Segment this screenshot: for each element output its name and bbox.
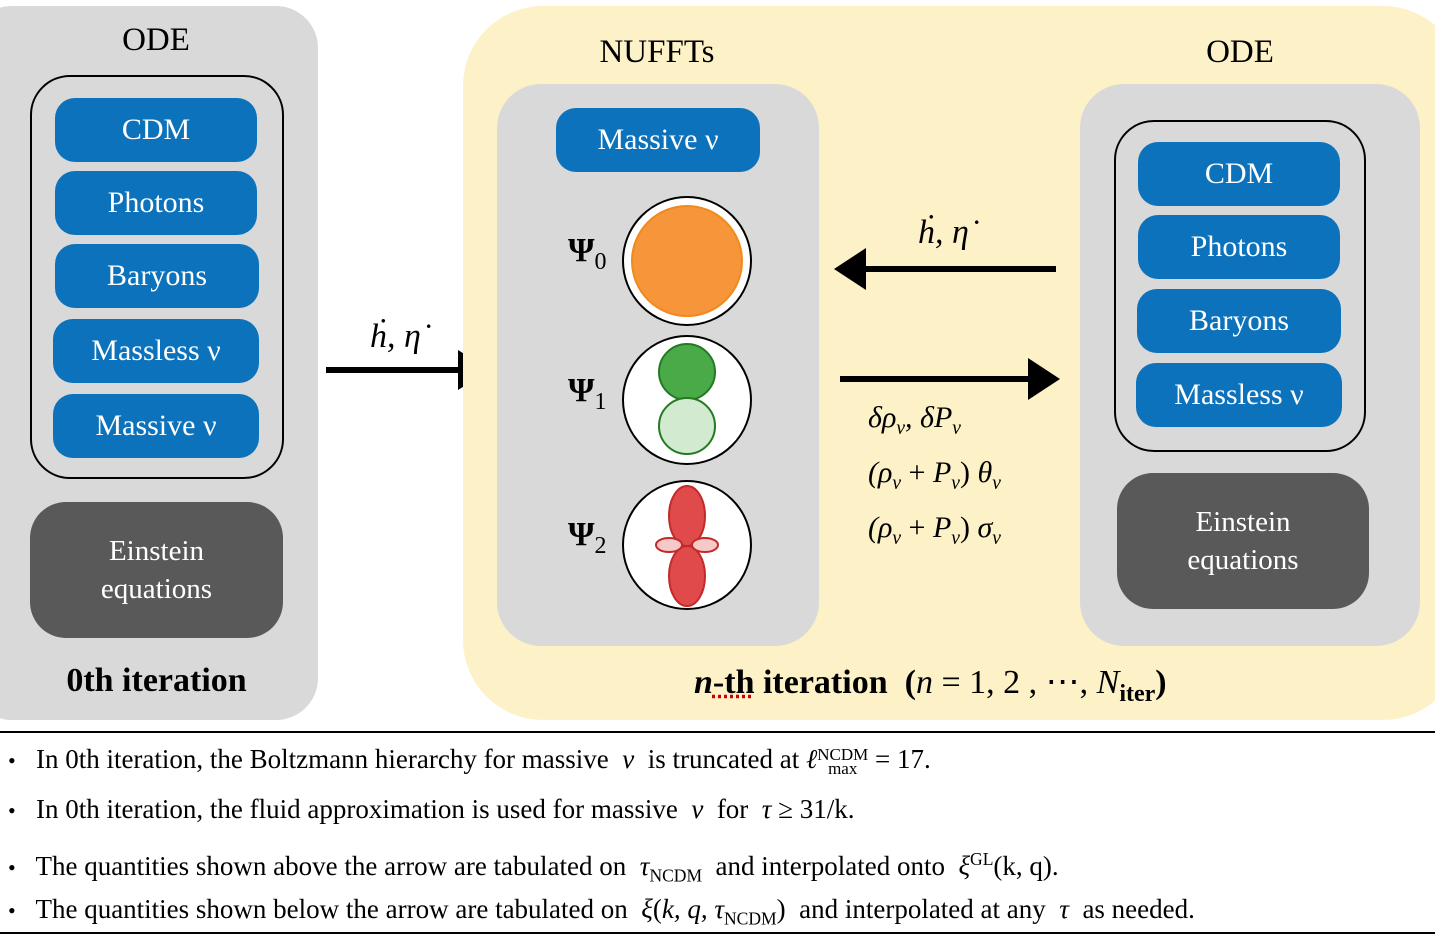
note-2-text-b: for: [716, 794, 749, 824]
note-4-text-b: and interpolated at any: [799, 894, 1046, 924]
nufft-panel-title: NUFFTs: [599, 34, 715, 70]
output-line-1: δρν, δPν: [868, 401, 961, 439]
nufft-chip-massive-nu: Massive ν: [556, 108, 760, 172]
note-3-text-b: and interpolated onto: [715, 851, 945, 881]
note-3: • The quantities shown above the arrow a…: [8, 849, 1059, 886]
note-3-bullet: •: [8, 855, 16, 880]
iteration-th: -th: [712, 664, 755, 701]
psi2-index: 2: [594, 532, 607, 559]
note-2-text-a: In 0th iteration, the fluid approximatio…: [35, 794, 678, 824]
left-components-group: [30, 75, 284, 479]
psi1-circle: [622, 335, 752, 465]
psi2-symbol: Ψ: [568, 516, 595, 553]
left-einstein-line2: equations: [100, 573, 213, 605]
right-panel-title: ODE: [1206, 34, 1274, 70]
input-arrow-label: ḣ, η̇: [370, 318, 421, 355]
left-panel-title: ODE: [122, 22, 190, 58]
psi0-symbol: Ψ: [568, 232, 595, 269]
note-2-bullet: •: [8, 798, 16, 823]
note-4-text-a: The quantities shown below the arrow are…: [35, 894, 628, 924]
output-line-3: (ρν + Pν) σν: [868, 511, 1001, 549]
psi1-symbol: Ψ: [568, 372, 595, 409]
iteration-range: = 1, 2 , ⋯,: [941, 664, 1089, 701]
right-chip-massless-nu: Massless ν: [1136, 363, 1342, 427]
psi1-index: 1: [594, 388, 607, 415]
psi0-label: Ψ0: [568, 232, 607, 276]
right-chip-baryons: Baryons: [1137, 289, 1341, 353]
output-quantities: δρν, δPν (ρν + Pν) θν (ρν + Pν) σν: [868, 396, 1001, 561]
output-line-2: (ρν + Pν) θν: [868, 456, 1001, 494]
iteration-footer: n-th iteration (n = 1, 2 , ⋯, Niter): [694, 662, 1167, 708]
iteration-N: N: [1096, 664, 1120, 701]
note-2: • In 0th iteration, the fluid approximat…: [8, 794, 855, 824]
right-einstein-line1: Einstein: [1195, 506, 1291, 538]
left-chip-massless-nu-label: Massless ν: [91, 334, 221, 367]
right-einstein-box: Einstein equations: [1117, 473, 1369, 609]
left-einstein-line1: Einstein: [108, 535, 205, 567]
output-arrow: [840, 358, 1060, 400]
left-einstein-box: Einstein equations: [30, 502, 283, 638]
left-footer-label: 0th iteration: [66, 662, 247, 699]
psi0-index: 0: [594, 248, 607, 275]
psi2-circle: [622, 480, 752, 610]
note-3-text-a: The quantities shown above the arrow are…: [35, 851, 627, 881]
left-chip-photons: Photons: [55, 171, 257, 235]
iteration-N-sub: iter: [1119, 680, 1156, 707]
note-1-text-c: = 17.: [874, 744, 931, 774]
right-components-group: [1114, 120, 1366, 452]
right-chip-photons: Photons: [1138, 215, 1340, 279]
iteration-close-paren: ): [1155, 664, 1167, 701]
note-4: • The quantities shown below the arrow a…: [8, 894, 1195, 929]
left-chip-massive-nu: Massive ν: [53, 394, 259, 458]
iteration-word: iteration: [762, 664, 888, 701]
note-1: • In 0th iteration, the Boltzmann hierar…: [8, 744, 931, 778]
right-einstein-line2: equations: [1187, 544, 1299, 576]
psi2-label: Ψ2: [568, 516, 607, 560]
notes-bottom-rule: [0, 932, 1435, 934]
left-chip-baryons: Baryons: [55, 244, 259, 308]
note-3-text-c: (k, q).: [993, 851, 1059, 881]
output-line-1-text: δρ: [868, 401, 897, 434]
note-2-text-c: ≥ 31/k.: [778, 794, 855, 824]
note-1-text-b: is truncated at: [647, 744, 800, 774]
psi0-circle: [622, 196, 752, 326]
left-chip-massless-nu: Massless ν: [53, 319, 259, 383]
note-4-text-c: as needed.: [1082, 894, 1195, 924]
feedback-arrow-label: ḣ, η̇: [918, 214, 969, 251]
note-1-bullet: •: [8, 748, 16, 773]
left-chip-cdm: CDM: [55, 98, 257, 162]
psi1-label: Ψ1: [568, 372, 607, 416]
iteration-open-paren: (: [904, 664, 916, 701]
right-einstein-text: Einstein equations: [1187, 503, 1298, 579]
note-4-bullet: •: [8, 898, 16, 923]
output-line-3-text: (ρ: [868, 511, 893, 544]
output-line-2-text: (ρ: [868, 456, 893, 489]
notes-top-rule: [0, 731, 1435, 733]
right-chip-cdm: CDM: [1138, 142, 1340, 206]
iteration-n: n: [694, 664, 713, 701]
feedback-arrow: [834, 248, 1056, 290]
left-einstein-text: Einstein equations: [101, 532, 212, 608]
note-1-text-a: In 0th iteration, the Boltzmann hierarch…: [35, 744, 609, 774]
iteration-range-n: n: [915, 664, 933, 701]
